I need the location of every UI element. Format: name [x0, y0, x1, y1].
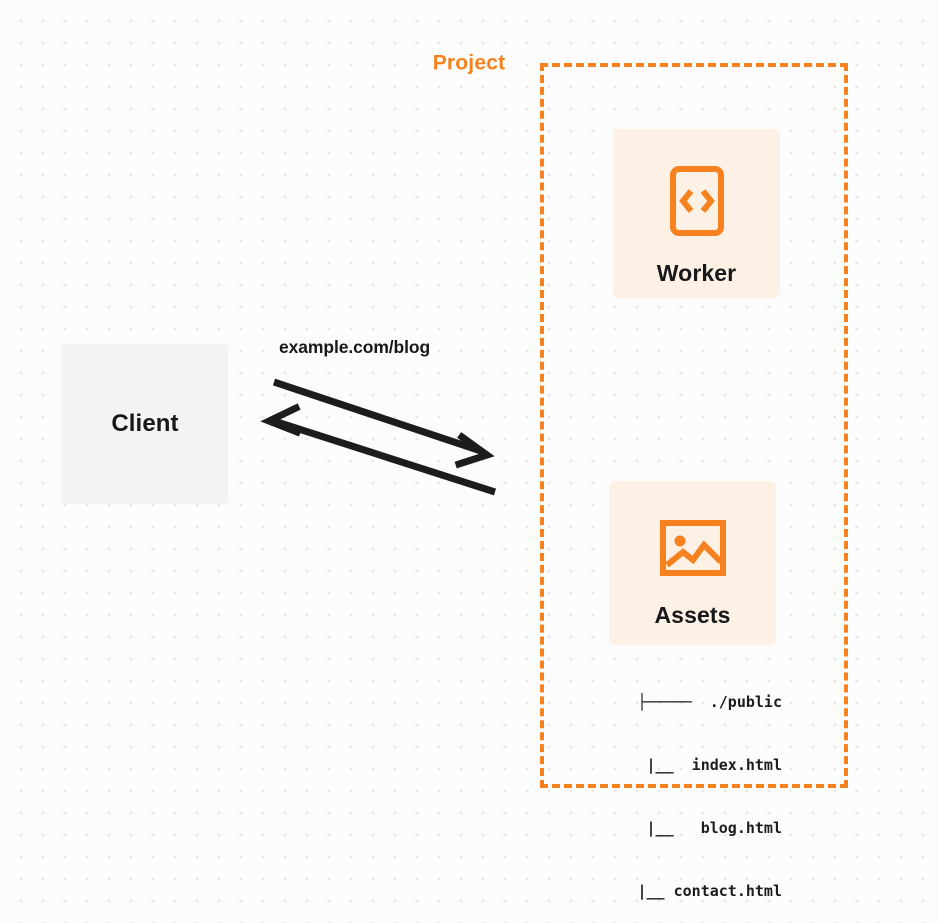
image-icon	[658, 517, 728, 584]
file-tree-line: |__ contact.html	[619, 882, 782, 900]
request-arrow	[272, 378, 495, 469]
asset-file-tree: ├───── ./public |__ index.html |__ blog.…	[560, 650, 782, 923]
response-arrow	[260, 403, 497, 496]
worker-node: Worker	[613, 129, 780, 298]
file-tree-line: ├───── ./public	[637, 693, 783, 711]
assets-node: Assets	[609, 481, 776, 645]
connection-label: example.com/blog	[279, 337, 431, 357]
client-label: Client	[111, 410, 179, 437]
project-container	[540, 63, 848, 788]
project-title: Project	[429, 52, 509, 74]
client-node: Client	[62, 344, 228, 504]
code-brackets-icon	[667, 165, 727, 242]
file-tree-line: |__ index.html	[601, 756, 782, 774]
assets-label: Assets	[654, 602, 731, 628]
worker-label: Worker	[656, 260, 737, 286]
file-tree-line: |__ blog.html	[601, 819, 782, 837]
